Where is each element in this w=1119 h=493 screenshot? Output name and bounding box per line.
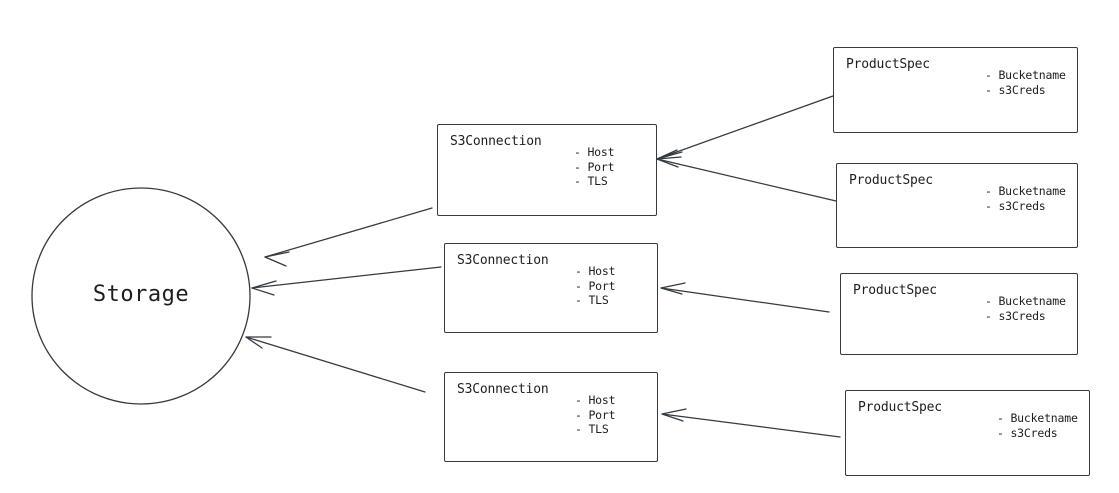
arrow-productspec-3-to-s3connection-2 — [660, 282, 830, 313]
productspec-field-item: - s3Creds — [985, 82, 1046, 97]
storage-node[interactable] — [31, 187, 251, 405]
arrow-productspec-2-to-s3connection-1 — [656, 149, 837, 202]
productspec-field-item: - Bucketname — [985, 184, 1066, 198]
s3connection-field-item: - TLS — [575, 293, 609, 307]
productspec-title-3: ProductSpec — [853, 283, 937, 298]
s3connection-box-2[interactable]: S3Connection - Host- Port- TLS — [444, 243, 658, 333]
s3connection-fields-2: - Host- Port- TLS — [575, 264, 616, 308]
productspec-fields-1: - Bucketname- s3Creds — [985, 68, 1066, 97]
productspec-title-4: ProductSpec — [858, 400, 942, 415]
productspec-title-1: ProductSpec — [846, 57, 930, 72]
arrow-productspec-4-to-s3connection-3 — [661, 408, 841, 438]
s3connection-title-3: S3Connection — [457, 382, 549, 397]
productspec-box-2[interactable]: ProductSpec - Bucketname- s3Creds — [836, 163, 1078, 248]
s3connection-title-2: S3Connection — [457, 253, 549, 268]
s3connection-field-item: - Host — [574, 145, 615, 159]
productspec-fields-2: - Bucketname- s3Creds — [985, 184, 1066, 213]
s3connection-title-1: S3Connection — [450, 134, 542, 149]
s3connection-field-item: - Port — [575, 278, 616, 293]
arrow-s3connection-1-to-storage — [264, 207, 433, 267]
s3connection-field-item: - Port — [574, 159, 615, 174]
arrow-s3connection-2-to-storage — [251, 266, 442, 296]
s3connection-box-1[interactable]: S3Connection - Host- Port- TLS — [437, 124, 657, 216]
s3connection-field-item: - Port — [575, 407, 616, 422]
productspec-field-item: - Bucketname — [985, 294, 1066, 308]
productspec-box-3[interactable]: ProductSpec - Bucketname- s3Creds — [840, 273, 1078, 355]
arrow-s3connection-3-to-storage — [245, 336, 426, 393]
productspec-field-item: - Bucketname — [997, 411, 1078, 425]
productspec-field-item: - s3Creds — [985, 198, 1046, 213]
s3connection-fields-1: - Host- Port- TLS — [574, 145, 615, 189]
s3connection-field-item: - TLS — [575, 422, 609, 436]
s3connection-fields-3: - Host- Port- TLS — [575, 393, 616, 437]
arrow-productspec-1-to-s3connection-1 — [656, 95, 834, 168]
s3connection-box-3[interactable]: S3Connection - Host- Port- TLS — [444, 372, 658, 462]
productspec-box-4[interactable]: ProductSpec - Bucketname- s3Creds — [845, 390, 1090, 476]
storage-label: Storage — [92, 282, 190, 307]
arrow-layer — [245, 95, 841, 438]
productspec-title-2: ProductSpec — [849, 173, 933, 188]
productspec-fields-3: - Bucketname- s3Creds — [985, 294, 1066, 323]
s3connection-field-item: - Host — [575, 264, 616, 278]
productspec-box-1[interactable]: ProductSpec - Bucketname- s3Creds — [833, 47, 1078, 133]
productspec-fields-4: - Bucketname- s3Creds — [997, 411, 1078, 440]
productspec-field-item: - s3Creds — [985, 308, 1046, 323]
s3connection-field-item: - TLS — [574, 174, 608, 188]
storage-circle-shape — [31, 187, 251, 405]
productspec-field-item: - s3Creds — [997, 425, 1058, 440]
productspec-field-item: - Bucketname — [985, 68, 1066, 82]
s3connection-field-item: - Host — [575, 393, 616, 407]
